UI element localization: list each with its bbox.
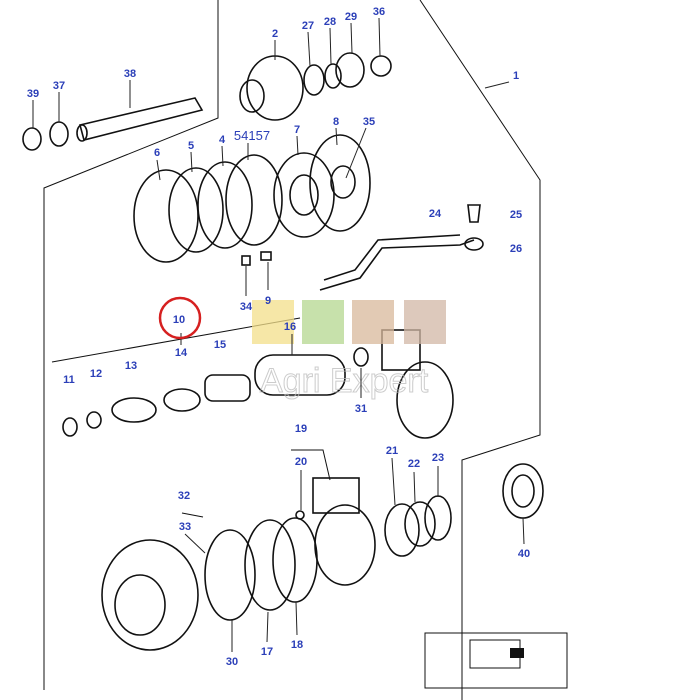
label-2: 2 xyxy=(272,28,278,40)
label-16: 16 xyxy=(284,321,296,333)
leader-lines xyxy=(32,17,525,652)
label-18: 18 xyxy=(291,639,303,651)
label-54157: 54157 xyxy=(234,128,270,143)
location-thumbnail xyxy=(424,632,568,689)
housing-outline xyxy=(43,0,541,700)
label-23: 23 xyxy=(432,452,444,464)
label-39: 39 xyxy=(27,88,39,100)
lower-assembly xyxy=(101,449,544,651)
label-14: 14 xyxy=(175,347,188,359)
label-29: 29 xyxy=(345,11,357,23)
label-36: 36 xyxy=(373,6,385,18)
label-19: 19 xyxy=(295,423,307,435)
label-13: 13 xyxy=(125,360,137,372)
label-33: 33 xyxy=(179,521,191,533)
label-22: 22 xyxy=(408,458,420,470)
highlight-circle xyxy=(158,296,202,340)
label-24: 24 xyxy=(429,208,442,220)
label-34: 34 xyxy=(240,301,253,313)
label-31: 31 xyxy=(355,403,367,415)
label-11: 11 xyxy=(63,374,75,386)
label-30: 30 xyxy=(226,656,238,668)
label-8: 8 xyxy=(333,116,339,128)
label-38: 38 xyxy=(124,68,136,80)
label-25: 25 xyxy=(510,209,522,221)
label-32: 32 xyxy=(178,490,190,502)
tools-icon xyxy=(352,300,394,344)
label-5: 5 xyxy=(188,140,194,152)
label-28: 28 xyxy=(324,16,336,28)
shift-fork-24 xyxy=(319,204,484,291)
label-4: 4 xyxy=(219,134,226,146)
label-27: 27 xyxy=(302,20,314,32)
label-40: 40 xyxy=(518,548,530,560)
gear-2 xyxy=(239,52,392,121)
fence-icon xyxy=(404,300,446,344)
label-9: 9 xyxy=(265,295,271,307)
label-1: 1 xyxy=(513,70,519,82)
label-35: 35 xyxy=(363,116,375,128)
clutch-pack xyxy=(133,134,371,266)
watermark-text: Agri Expert xyxy=(260,362,429,400)
label-7: 7 xyxy=(294,124,300,136)
label-12: 12 xyxy=(90,368,102,380)
tractor-icon xyxy=(252,300,294,344)
watermark: Agri Expert xyxy=(252,300,446,401)
label-21: 21 xyxy=(386,445,398,457)
shaft-38 xyxy=(22,97,204,151)
part-labels: 1 2 27 28 29 36 38 37 39 6 5 4 54157 7 8… xyxy=(27,6,530,668)
label-15: 15 xyxy=(214,339,226,351)
wheelbarrow-icon xyxy=(302,300,344,344)
label-37: 37 xyxy=(53,80,65,92)
label-6: 6 xyxy=(154,147,160,159)
label-26: 26 xyxy=(510,243,522,255)
piston-assembly xyxy=(51,317,454,439)
label-17: 17 xyxy=(261,646,273,658)
label-10[interactable]: 10 xyxy=(173,314,185,326)
label-20: 20 xyxy=(295,456,307,468)
